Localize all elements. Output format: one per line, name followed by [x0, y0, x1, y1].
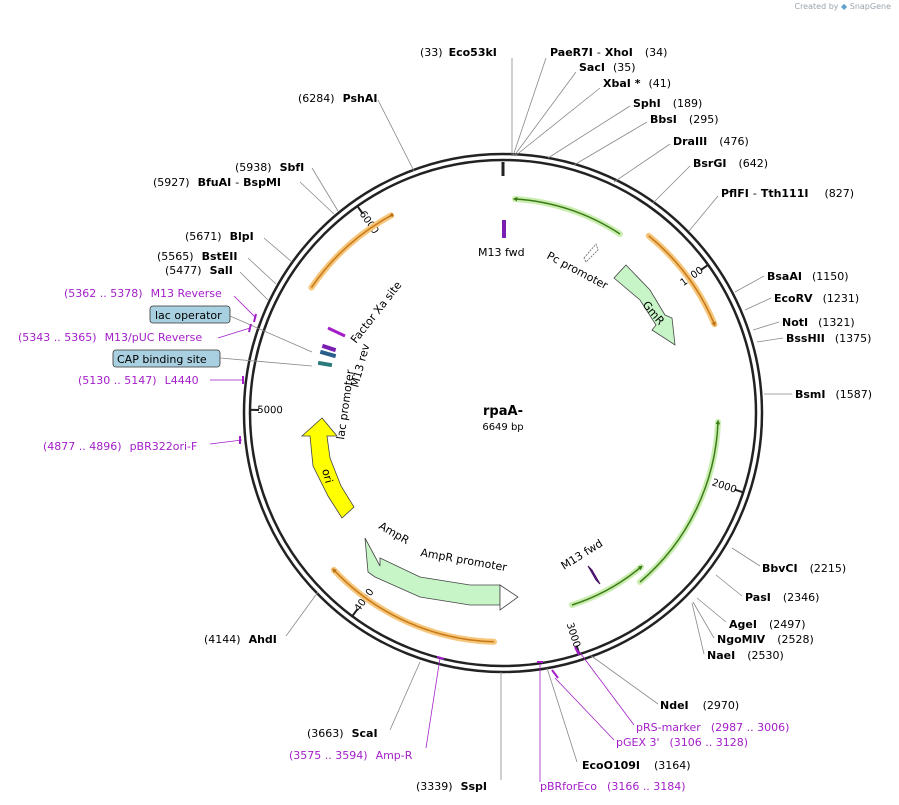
enzyme-label-eco53ki[interactable]: (33)Eco53kI [420, 46, 497, 59]
m13-fwd-bottom-label: M13 fwd [559, 537, 605, 573]
scale-tick-label: 3000 [564, 621, 582, 649]
created-by-text: Created by [794, 2, 839, 11]
enzyme-label-bbvci[interactable]: BbvCI(2215) [762, 562, 846, 575]
enzyme-label-sbfi[interactable]: (5938)SbfI [235, 161, 304, 174]
cap-binding-leader [219, 357, 313, 367]
ori-feature-arrow [300, 417, 355, 519]
enzyme-label-sali[interactable]: (5477)SalI [165, 264, 233, 277]
enzyme-label-ecorv[interactable]: EcoRV(1231) [774, 292, 859, 305]
scale-tick [575, 645, 581, 654]
enzyme-label-paer7i-xhoi[interactable]: PaeR7I-XhoI(34) [550, 46, 667, 59]
m13-rev-glyph [321, 343, 337, 353]
enzyme-label-pflfi-tth111i[interactable]: PflFI-Tth111I(827) [721, 187, 854, 200]
ampr-promoter-arrow [499, 584, 519, 611]
pc-promoter-glyph [583, 243, 599, 263]
m13-fwd-bottom-glyph [587, 565, 601, 585]
enzyme-label-sspi[interactable]: (3339)SspI [416, 780, 487, 793]
plasmid-name: rpaA- [483, 404, 523, 419]
gmr-feature-arrow [613, 264, 676, 346]
cap-binding-box [112, 349, 221, 368]
enzyme-label-agei[interactable]: AgeI(2497) [729, 618, 806, 631]
enzyme-label-draiii[interactable]: DraIII(476) [673, 135, 749, 148]
green-arc-right [637, 419, 721, 585]
primer-labels: pRS-marker(2987 .. 3006) pGEX 3'(3106 ..… [18, 287, 789, 793]
enzyme-label-ngomiv[interactable]: NgoMIV(2528) [717, 633, 814, 646]
enzyme-label-bsteii[interactable]: (5565)BstEII [157, 250, 237, 263]
enzyme-label-blpi[interactable]: (5671)BlpI [185, 230, 254, 243]
ampr-label: AmpR [377, 519, 412, 547]
factor-xa-glyph [327, 326, 346, 338]
primer-label-m13-puc-reverse[interactable]: (5343 .. 5365)M13/pUC Reverse [18, 331, 202, 344]
backbone-outer-ring [242, 152, 764, 674]
scale-tick [357, 206, 364, 215]
green-arc-bottom-core [571, 565, 643, 606]
enzyme-label-ahdi[interactable]: (4144)AhdI [204, 633, 277, 646]
orange-arc-bottom-left-core [332, 568, 495, 643]
primer-label-prs-marker[interactable]: pRS-marker(2987 .. 3006) [636, 721, 789, 734]
enzyme-labels: (33)Eco53kI PaeR7I-XhoI(34) SacI(35) Xba… [153, 46, 872, 793]
primer-label-pbr322ori-f[interactable]: (4877 .. 4896)pBR322ori-F [43, 440, 197, 453]
ori-label: ori [319, 467, 335, 484]
lac-operator-glyph [319, 349, 337, 359]
lac-operator-leader [229, 315, 313, 353]
lac-promoter-label: lac promoter [334, 368, 357, 440]
factor-xa-label: Factor Xa site [348, 279, 404, 346]
lac-operator-box [149, 305, 231, 324]
enzyme-label-noti[interactable]: NotI(1321) [782, 316, 855, 329]
lac-operator-label: lac operator [155, 309, 222, 322]
backbone-inner-ring [248, 158, 758, 668]
enzyme-label-bsshii[interactable]: BssHII(1375) [786, 332, 871, 345]
brand-name: SnapGene [849, 2, 891, 11]
enzyme-label-xbai[interactable]: XbaI *(41) [603, 77, 671, 90]
primer-label-pgex3[interactable]: pGEX 3'(3106 .. 3128) [616, 736, 748, 749]
snapgene-brand: Created by ◆ SnapGene [794, 2, 891, 11]
enzyme-label-bsrgi[interactable]: BsrGI(642) [693, 157, 768, 170]
green-arc-bottom [569, 564, 644, 608]
m13-fwd-top-label: M13 fwd [478, 246, 525, 259]
green-arc-right-core [639, 419, 721, 583]
cap-site-glyph [317, 360, 333, 368]
primer-label-m13-reverse[interactable]: (5362 .. 5378)M13 Reverse [64, 287, 222, 300]
scale-tick-label: 2000 [710, 477, 738, 495]
orange-arc-top-right-core [648, 235, 716, 327]
enzyme-label-bsaai[interactable]: BsaAI(1150) [767, 270, 849, 283]
primer-label-pbrforeco[interactable]: pBRforEco(3166 .. 3184) [540, 780, 686, 793]
scale-tick-label: 5000 [257, 405, 283, 416]
primer-label-amp-r[interactable]: (3575 .. 3594)Amp-R [289, 749, 413, 762]
scale-tick [352, 608, 359, 616]
plasmid-length: 6649 bp [482, 422, 523, 433]
enzyme-label-bsmi[interactable]: BsmI(1587) [795, 388, 872, 401]
orange-arc-top-left-core [310, 212, 395, 289]
ampr-promoter-label: AmpR promoter [419, 546, 508, 574]
pc-promoter-label: Pc promoter [545, 249, 611, 292]
enzyme-label-naei[interactable]: NaeI(2530) [707, 649, 784, 662]
enzyme-label-pshai[interactable]: (6284)PshAI [298, 92, 377, 105]
m13-fwd-top-glyph [502, 220, 506, 238]
cap-binding-label: CAP binding site [117, 353, 207, 366]
primer-label-l4440[interactable]: (5130 .. 5147)L4440 [78, 374, 199, 387]
enzyme-label-ecoo109i[interactable]: EcoO109I(3164) [582, 759, 691, 772]
enzyme-label-bbsi[interactable]: BbsI(295) [650, 113, 719, 126]
enzyme-label-saci[interactable]: SacI(35) [579, 61, 636, 74]
scale-tick [700, 264, 708, 271]
enzyme-label-sphi[interactable]: SphI(189) [633, 97, 702, 110]
green-arc-top-core [512, 196, 621, 235]
enzyme-label-scai[interactable]: (3663)ScaI [307, 727, 378, 740]
green-arc-top [512, 196, 623, 237]
enzyme-label-ndei[interactable]: NdeI(2970) [660, 699, 739, 712]
enzyme-label-pasi[interactable]: PasI(2346) [745, 591, 819, 604]
enzyme-label-bfuai-bspmi[interactable]: (5927)BfuAI-BspMI [153, 176, 281, 189]
scale-tick [734, 488, 743, 494]
snapgene-logo-icon: ◆ [841, 2, 848, 11]
